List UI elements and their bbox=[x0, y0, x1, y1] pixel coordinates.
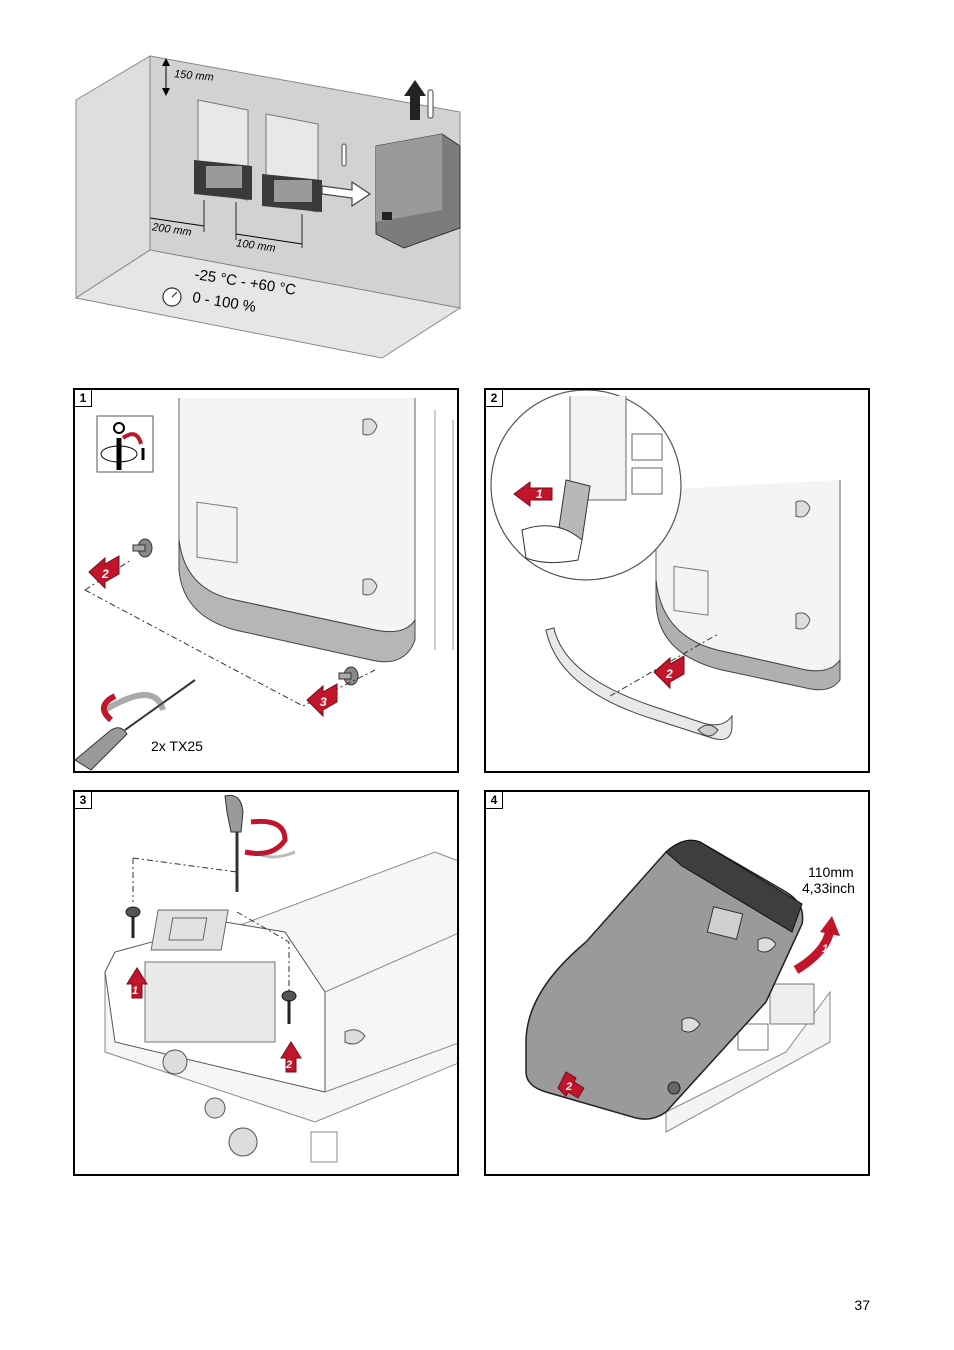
arrow-number: 2 bbox=[665, 667, 673, 681]
lift-height-inch: 4,33inch bbox=[802, 880, 855, 896]
lift-height-mm: 110mm bbox=[808, 864, 854, 880]
arrow-number: 1 bbox=[132, 985, 138, 997]
clearance-illustration: 150 mm 200 mm 100 mm -25 °C - +60 °C 0 -… bbox=[70, 50, 470, 370]
step-panel-1: 1 bbox=[73, 388, 459, 773]
panel-number: 1 bbox=[75, 390, 92, 407]
step-arrow-2: 2 bbox=[280, 1041, 302, 1073]
rotation-direction-icon bbox=[96, 415, 154, 473]
panel-number: 3 bbox=[75, 792, 92, 809]
remove-cover-screws-drawing: 1 2 bbox=[104, 794, 457, 1163]
lift-cover-drawing: 1 2 bbox=[525, 839, 840, 1133]
panel-number: 2 bbox=[486, 390, 503, 407]
inverter-unit bbox=[375, 133, 461, 249]
page-number: 37 bbox=[854, 1297, 870, 1313]
step-arrow-1: 1 bbox=[126, 967, 148, 999]
step-panel-3: 3 bbox=[73, 790, 459, 1176]
step-arrow-2: 2 bbox=[557, 1071, 585, 1099]
arrow-number: 2 bbox=[101, 567, 109, 581]
arrow-number: 1 bbox=[536, 487, 543, 501]
step-arrow-1: 1 bbox=[793, 916, 840, 974]
arrow-number: 3 bbox=[320, 695, 327, 709]
wall-bracket-right bbox=[262, 113, 322, 213]
lifted-cover bbox=[525, 839, 804, 1120]
step-arrow-3: 3 bbox=[306, 683, 338, 718]
remove-screws-drawing: 2 3 bbox=[75, 398, 454, 771]
wall-bracket-left bbox=[194, 99, 252, 201]
screwdriver-icon bbox=[224, 794, 296, 892]
step-panel-4: 4 1 2 110mm 4,33inch bbox=[484, 790, 870, 1176]
arrow-number: 1 bbox=[822, 943, 828, 955]
screw-left bbox=[132, 538, 153, 558]
wall-room-drawing bbox=[74, 55, 462, 359]
arrow-number: 2 bbox=[285, 1059, 292, 1071]
tool-label: 2x TX25 bbox=[151, 738, 203, 754]
panel-number: 4 bbox=[486, 792, 503, 809]
screw-right bbox=[338, 666, 359, 686]
step-arrow-2: 2 bbox=[88, 555, 120, 590]
step-panel-2: 2 1 2 bbox=[484, 388, 870, 773]
arrow-number: 2 bbox=[565, 1081, 572, 1093]
screw-left bbox=[125, 906, 141, 938]
step-arrow-2: 2 bbox=[653, 655, 685, 690]
bottom-cover bbox=[545, 627, 733, 740]
step-arrow-1: 1 bbox=[513, 481, 553, 507]
remove-cover-drawing: 1 2 bbox=[490, 390, 841, 740]
screwdriver-icon bbox=[75, 679, 196, 771]
screw-right bbox=[281, 990, 297, 1024]
